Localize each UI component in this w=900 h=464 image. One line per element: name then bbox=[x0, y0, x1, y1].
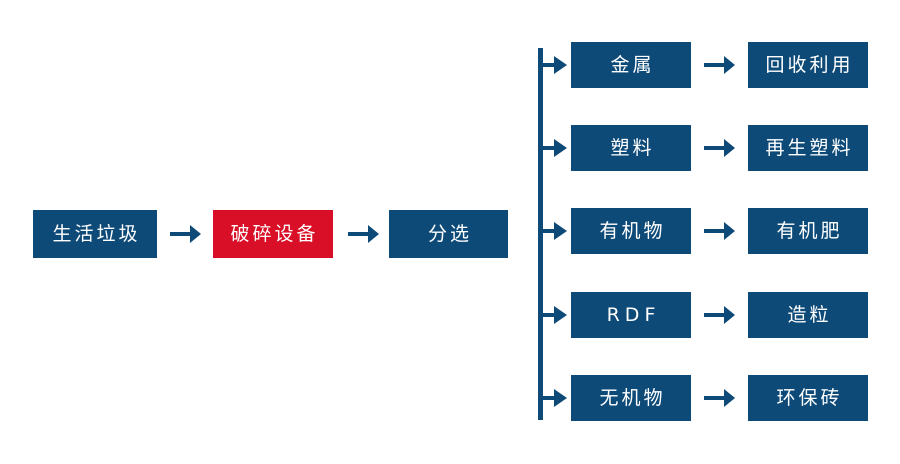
branch-arrow-icon bbox=[540, 52, 568, 78]
node-branch-product-plastic[interactable]: 再生塑料 bbox=[748, 125, 868, 171]
arrow-right-icon bbox=[702, 383, 738, 413]
node-waste[interactable]: 生活垃圾 bbox=[33, 210, 157, 258]
arrow-right-icon bbox=[702, 133, 738, 163]
node-branch-material-organic[interactable]: 有机物 bbox=[571, 208, 691, 254]
node-branch-product-organic[interactable]: 有机肥 bbox=[748, 208, 868, 254]
branch-arrow-icon bbox=[540, 385, 568, 411]
node-branch-product-rdf[interactable]: 造粒 bbox=[748, 292, 868, 338]
branch-arrow-icon bbox=[540, 135, 568, 161]
arrow-right-icon bbox=[702, 50, 738, 80]
node-branch-material-plastic[interactable]: 塑料 bbox=[571, 125, 691, 171]
arrow-right-icon bbox=[702, 216, 738, 246]
node-branch-material-inorganic[interactable]: 无机物 bbox=[571, 375, 691, 421]
arrow-right-icon bbox=[702, 300, 738, 330]
branch-arrow-icon bbox=[540, 218, 568, 244]
arrow-right-icon bbox=[168, 219, 204, 249]
node-branch-product-metal[interactable]: 回收利用 bbox=[748, 42, 868, 88]
arrow-right-icon bbox=[346, 219, 382, 249]
node-crusher[interactable]: 破碎设备 bbox=[213, 210, 333, 258]
branch-arrow-icon bbox=[540, 302, 568, 328]
node-branch-material-metal[interactable]: 金属 bbox=[571, 42, 691, 88]
node-branch-product-inorganic[interactable]: 环保砖 bbox=[748, 375, 868, 421]
node-sorting[interactable]: 分选 bbox=[389, 210, 508, 258]
node-branch-material-rdf[interactable]: RDF bbox=[571, 292, 691, 338]
branch-trunk-line bbox=[538, 48, 543, 420]
